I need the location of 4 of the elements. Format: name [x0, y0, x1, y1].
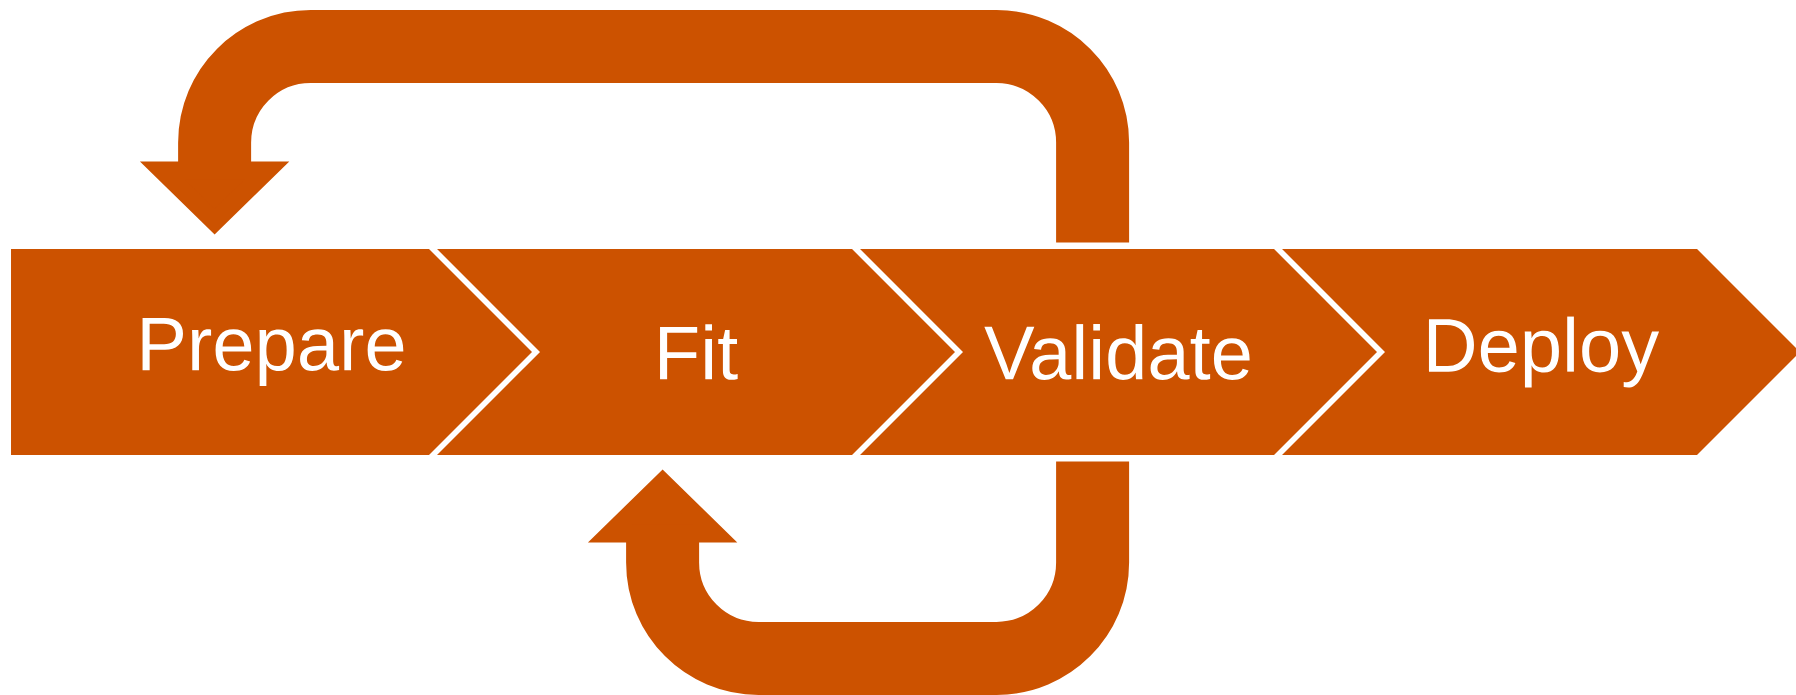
node-label: Validate — [984, 324, 1250, 380]
node-label: Deploy — [1428, 316, 1660, 388]
node-label: Fit — [660, 324, 738, 380]
node-label: Prepare — [142, 317, 404, 387]
